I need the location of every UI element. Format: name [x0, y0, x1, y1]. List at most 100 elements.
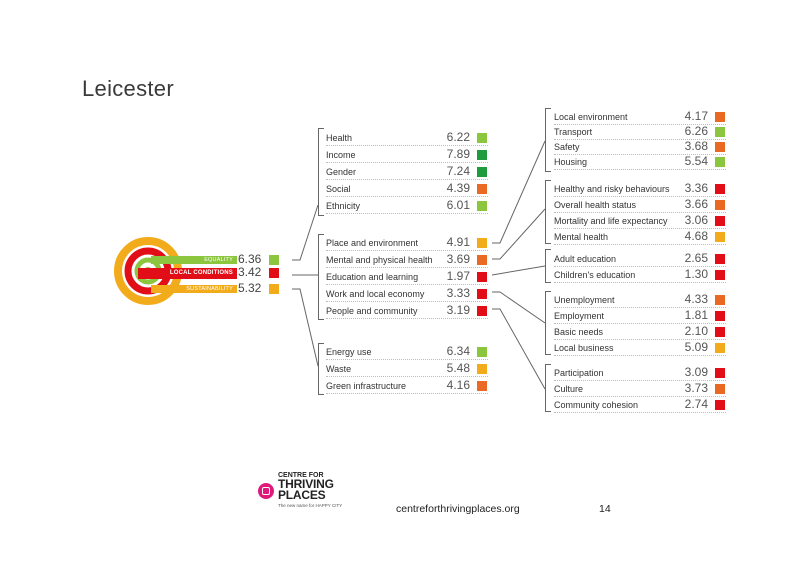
page-title: Leicester: [82, 76, 174, 101]
indicator-label: Health: [326, 133, 353, 143]
indicator-label: Energy use: [326, 347, 372, 357]
main-band-label: EQUALITY: [151, 256, 237, 264]
indicator-score: 1.30: [684, 267, 708, 281]
score-color-square: [477, 347, 487, 357]
score-color-square: [715, 112, 725, 122]
score-color-square: [715, 384, 725, 394]
score-color-square: [715, 232, 725, 242]
indicator-score: 3.06: [684, 213, 708, 227]
indicator-score: 3.73: [684, 381, 708, 395]
indicator-score: 4.91: [446, 235, 470, 249]
indicator-score: 6.01: [446, 198, 470, 212]
indicator-row: Participation 3.09: [554, 364, 726, 381]
indicator-score: 6.26: [684, 124, 708, 138]
score-color-square: [477, 306, 487, 316]
sustainability-bracket: [318, 343, 324, 395]
main-score: 3.42: [238, 265, 262, 279]
score-color-square: [477, 184, 487, 194]
indicator-label: Transport: [554, 127, 593, 137]
score-color-square: [715, 327, 725, 337]
indicator-row: Transport 6.26: [554, 123, 726, 140]
indicator-label: Income: [326, 150, 356, 160]
indicator-label: People and community: [326, 306, 418, 316]
score-color-square: [269, 255, 279, 265]
indicator-score: 3.33: [446, 286, 470, 300]
score-color-square: [715, 142, 725, 152]
indicator-score: 3.19: [446, 303, 470, 317]
education-bracket: [545, 249, 551, 283]
equality-bracket: [318, 128, 324, 216]
indicator-score: 7.89: [446, 147, 470, 161]
score-color-square: [477, 201, 487, 211]
score-color-square: [715, 343, 725, 353]
main-score: 5.32: [238, 281, 262, 295]
indicator-score: 3.68: [684, 139, 708, 153]
indicator-label: Mental health: [554, 232, 609, 242]
score-color-square: [477, 133, 487, 143]
indicator-score: 7.24: [446, 164, 470, 178]
indicator-label: Adult education: [554, 254, 617, 264]
indicator-row: Gender 7.24: [326, 163, 488, 180]
indicator-label: Basic needs: [554, 327, 604, 337]
indicator-label: Housing: [554, 157, 588, 167]
indicator-row: Culture 3.73: [554, 380, 726, 397]
indicator-label: Education and learning: [326, 272, 419, 282]
score-color-square: [269, 284, 279, 294]
score-color-square: [715, 200, 725, 210]
indicator-label: Children's education: [554, 270, 636, 280]
score-color-square: [715, 400, 725, 410]
indicator-score: 3.36: [684, 181, 708, 195]
score-color-square: [477, 272, 487, 282]
indicator-score: 1.81: [684, 308, 708, 322]
indicator-label: Waste: [326, 364, 352, 374]
indicator-label: Local environment: [554, 112, 628, 122]
footer-url[interactable]: centreforthrivingplaces.org: [396, 503, 520, 515]
indicator-score: 4.17: [684, 109, 708, 123]
logo-icon: [258, 483, 274, 499]
indicator-score: 3.66: [684, 197, 708, 211]
score-color-square: [477, 150, 487, 160]
indicator-label: Gender: [326, 167, 357, 177]
indicator-score: 2.74: [684, 397, 708, 411]
page-number: 14: [599, 503, 611, 515]
indicator-label: Mental and physical health: [326, 255, 433, 265]
people-bracket: [545, 364, 551, 412]
health-bracket: [545, 180, 551, 244]
indicator-label: Overall health status: [554, 200, 637, 210]
indicator-score: 5.09: [684, 340, 708, 354]
indicator-label: Culture: [554, 384, 584, 394]
indicator-label: Unemployment: [554, 295, 615, 305]
indicator-score: 4.39: [446, 181, 470, 195]
indicator-row: Housing 5.54: [554, 153, 726, 170]
score-color-square: [477, 289, 487, 299]
indicator-score: 5.54: [684, 154, 708, 168]
score-color-square: [715, 368, 725, 378]
score-color-square: [715, 295, 725, 305]
indicator-label: Ethnicity: [326, 201, 361, 211]
indicator-row: People and community 3.19: [326, 302, 488, 319]
indicator-score: 4.16: [446, 378, 470, 392]
indicator-row: Basic needs 2.10: [554, 323, 726, 340]
score-color-square: [477, 255, 487, 265]
score-color-square: [477, 167, 487, 177]
indicator-score: 2.10: [684, 324, 708, 338]
score-color-square: [715, 254, 725, 264]
score-color-square: [715, 184, 725, 194]
main-band-label: LOCAL CONDITIONS: [138, 268, 237, 279]
indicator-score: 3.09: [684, 365, 708, 379]
score-color-square: [715, 270, 725, 280]
score-color-square: [477, 381, 487, 391]
indicator-label: Participation: [554, 368, 604, 378]
